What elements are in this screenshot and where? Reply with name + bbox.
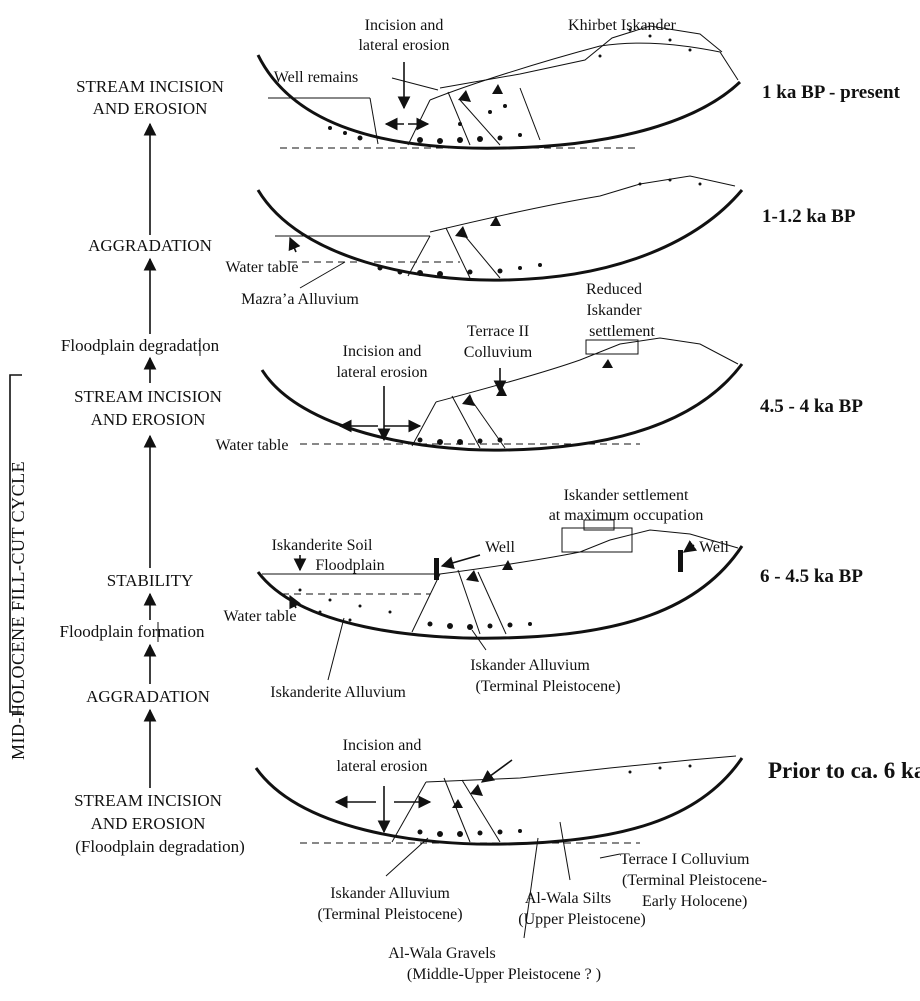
section-1-1.2ka: Water table Mazra’a Alluvium 1-1.2 ka BP xyxy=(226,176,856,308)
annotation: Reduced xyxy=(586,281,642,298)
age-label: 4.5 - 4 ka BP xyxy=(760,396,863,417)
age-label: 6 - 4.5 ka BP xyxy=(760,566,863,587)
section-1ka-present: Incision and lateral erosion Khirbet Isk… xyxy=(258,17,901,148)
annotation: lateral erosion xyxy=(336,364,427,381)
annotation: settlement xyxy=(589,323,655,340)
annotation: Al-Wala Silts xyxy=(525,890,611,907)
section-prior-6ka: Incision and lateral erosion Prior to ca… xyxy=(256,737,920,983)
annotation: (Terminal Pleistocene) xyxy=(317,906,462,923)
annotation: Floodplain xyxy=(315,557,384,574)
stage-label: STREAM INCISION xyxy=(74,387,222,406)
annotation: Khirbet Iskander xyxy=(568,17,677,34)
annotation: Al-Wala Gravels xyxy=(388,945,496,962)
stage-column: STREAM INCISION AND EROSION AGGRADATION … xyxy=(60,77,245,856)
stage-label: Floodplain degradation xyxy=(61,336,220,355)
annotation: Incision and xyxy=(343,737,422,754)
annotation: (Middle-Upper Pleistocene ? ) xyxy=(407,966,601,983)
annotation: Iskander Alluvium xyxy=(470,657,590,674)
annotation: Colluvium xyxy=(464,344,533,361)
annotation: Iskander xyxy=(586,302,642,319)
annotation: Iskander settlement xyxy=(564,487,689,504)
annotation: (Terminal Pleistocene) xyxy=(475,678,620,695)
stage-label: AGGRADATION xyxy=(86,687,210,706)
annotation: (Upper Pleistocene) xyxy=(518,911,646,928)
annotation: (Terminal Pleistocene- xyxy=(622,872,767,889)
annotation: Water table xyxy=(216,437,289,454)
stage-label: AND EROSION xyxy=(91,814,206,833)
cycle-label: MID-HOLOCENE FILL-CUT CYCLE xyxy=(8,461,28,760)
annotation: Incision and xyxy=(343,343,422,360)
cycle-bracket: MID-HOLOCENE FILL-CUT CYCLE xyxy=(8,375,28,760)
annotation: Terrace I Colluvium xyxy=(620,851,750,868)
section-6-4.5ka: Iskander settlement at maximum occupatio… xyxy=(224,487,864,701)
annotation: Iskanderite Alluvium xyxy=(270,684,406,701)
stage-label: STABILITY xyxy=(107,571,193,590)
stage-label: AND EROSION xyxy=(93,99,208,118)
stage-label: (Floodplain degradation) xyxy=(75,837,245,856)
annotation: lateral erosion xyxy=(336,758,427,775)
stage-label: STREAM INCISION xyxy=(74,791,222,810)
age-label: 1-1.2 ka BP xyxy=(762,206,856,227)
stage-label: STREAM INCISION xyxy=(76,77,224,96)
annotation: Mazra’a Alluvium xyxy=(241,291,359,308)
annotation: Incision and xyxy=(365,17,444,34)
annotation: Well remains xyxy=(274,69,358,86)
annotation: at maximum occupation xyxy=(549,507,704,524)
annotation: Iskanderite Soil xyxy=(272,537,373,554)
annotation: Water table xyxy=(224,608,297,625)
age-label: 1 ka BP - present xyxy=(762,82,901,103)
stage-label: Floodplain formation xyxy=(60,622,205,641)
annotation: Water table xyxy=(226,259,299,276)
age-label: Prior to ca. 6 ka BP xyxy=(768,758,920,783)
annotation: Early Holocene) xyxy=(642,893,747,910)
annotation: Terrace II xyxy=(467,323,529,340)
stage-label: AGGRADATION xyxy=(88,236,212,255)
annotation: Well xyxy=(699,539,729,556)
annotation: Iskander Alluvium xyxy=(330,885,450,902)
annotation: lateral erosion xyxy=(358,37,449,54)
annotation: Well xyxy=(485,539,515,556)
stage-label: AND EROSION xyxy=(91,410,206,429)
